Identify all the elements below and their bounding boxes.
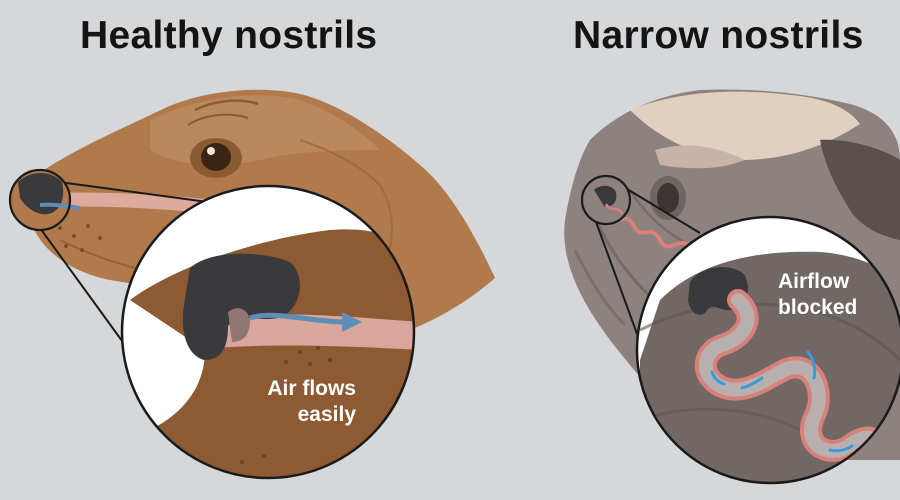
healthy-callout-line-1: Air flows (236, 376, 356, 402)
narrow-callout: Airflow blocked (778, 269, 888, 321)
narrow-callout-line-1: Airflow (778, 269, 888, 295)
healthy-callout: Air flows easily (236, 376, 356, 428)
healthy-title: Healthy nostrils (80, 14, 377, 58)
narrow-callout-line-2: blocked (778, 295, 888, 321)
narrow-title: Narrow nostrils (573, 14, 864, 58)
healthy-callout-line-2: easily (236, 402, 356, 428)
healthy-dog-eye (190, 138, 242, 178)
narrow-nose-small (582, 176, 630, 224)
